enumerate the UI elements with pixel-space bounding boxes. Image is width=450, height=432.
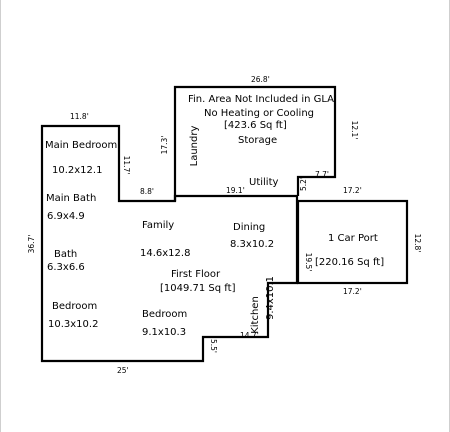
main-bedroom-label: Main Bedroom <box>45 140 117 151</box>
dim-main-bedroom-right: 11.7' <box>122 156 131 175</box>
bedroom-center-label: Bedroom <box>142 309 187 320</box>
dim-bottom-width: 25' <box>117 366 129 375</box>
car-port-area: [220.16 Sq ft] <box>315 257 384 268</box>
car-port-label: 1 Car Port <box>328 233 378 244</box>
dim-storage-right: 12.1' <box>350 121 359 140</box>
bath-size: 6.3x6.6 <box>47 262 85 273</box>
bedroom-center-size: 9.1x10.3 <box>142 327 186 338</box>
dim-storage-top: 26.8' <box>251 75 270 84</box>
dim-carport-right: 12.8' <box>413 234 422 253</box>
family-label: Family <box>142 220 174 231</box>
family-size: 14.6x12.8 <box>140 248 190 259</box>
utility-label: Utility <box>249 177 278 188</box>
dim-carport-left: 19.5' <box>304 253 313 272</box>
main-bath-label: Main Bath <box>46 193 96 204</box>
dim-step-55: 5.5' <box>209 339 218 353</box>
dim-small-52: 5.2' <box>299 177 308 191</box>
laundry-label: Laundry <box>189 126 200 167</box>
main-bedroom-size: 10.2x12.1 <box>52 165 102 176</box>
kitchen-label: Kitchen <box>250 296 261 334</box>
dim-small-77: 7.7' <box>315 170 329 179</box>
storage-area-note: [423.6 Sq ft] <box>224 120 287 131</box>
dining-label: Dining <box>233 222 265 233</box>
kitchen-size: 9.4x10.1 <box>265 276 276 320</box>
dim-bottom-right: 14.7' <box>240 331 259 340</box>
bath-label: Bath <box>54 249 77 260</box>
no-heating-note: No Heating or Cooling <box>204 108 314 119</box>
car-port-outline <box>296 199 409 285</box>
dim-step-88: 8.8' <box>140 187 154 196</box>
dim-main-bedroom-top: 11.8' <box>70 112 89 121</box>
dim-carport-bottom: 17.2' <box>343 287 362 296</box>
dim-carport-top: 17.2' <box>343 186 362 195</box>
gla-note: Fin. Area Not Included in GLA <box>188 94 334 105</box>
dim-utility-bottom: 19.1' <box>226 186 245 195</box>
dining-size: 8.3x10.2 <box>230 239 274 250</box>
dim-laundry-height: 17.3' <box>160 136 169 155</box>
dim-left-height: 36.7' <box>27 235 36 254</box>
bedroom-left-size: 10.3x10.2 <box>48 319 98 330</box>
first-floor-area: [1049.71 Sq ft] <box>160 283 236 294</box>
storage-area-outline <box>173 85 337 201</box>
storage-label: Storage <box>238 135 277 146</box>
bedroom-left-label: Bedroom <box>52 301 97 312</box>
main-bath-size: 6.9x4.9 <box>47 211 85 222</box>
first-floor-label: First Floor <box>171 269 221 280</box>
